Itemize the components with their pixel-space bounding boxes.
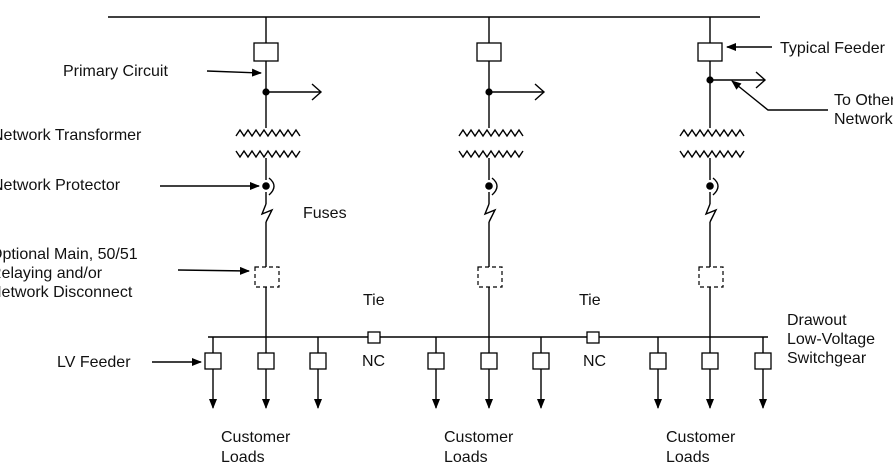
label-drawout-line-2: Low-Voltage <box>787 331 875 348</box>
lv-feeder <box>532 337 550 409</box>
lv-feeder <box>309 337 327 409</box>
label-customer-loads-1-line-2: Loads <box>221 449 265 466</box>
optional-main-device <box>698 266 724 288</box>
transformer-winding <box>235 149 301 159</box>
fuse-symbol <box>483 203 497 223</box>
tap-arrow-icon <box>311 83 323 101</box>
label-optional-main-line-3: Network Disconnect <box>0 284 133 301</box>
transformer-winding <box>458 149 524 159</box>
label-to-other-line-2: Networks <box>834 111 893 128</box>
label-customer-loads-2-line-1: Customer <box>444 429 514 446</box>
label-typical-feeder: Typical Feeder <box>780 40 886 57</box>
feeder-column-1 <box>235 17 323 337</box>
lv-feeder <box>649 337 667 409</box>
label-customer-loads-1-line-1: Customer <box>221 429 291 446</box>
lv-feeder <box>257 337 275 409</box>
transformer-winding <box>235 128 301 138</box>
protector-arc <box>712 177 719 196</box>
label-tie-right: Tie <box>579 292 601 309</box>
lv-feeder <box>701 337 719 409</box>
label-drawout-line-3: Switchgear <box>787 350 867 367</box>
label-nc-right: NC <box>583 353 606 370</box>
protector-arc <box>268 177 275 196</box>
label-tie-left: Tie <box>363 292 385 309</box>
label-optional-main-line-1: Optional Main, 50/51 <box>0 246 138 263</box>
feeder-column-2 <box>458 17 546 337</box>
fuse-symbol <box>704 203 718 223</box>
callout-arrow-primary-circuit <box>206 68 262 77</box>
label-primary-circuit: Primary Circuit <box>63 63 168 80</box>
tap-arrow-icon <box>755 71 767 89</box>
transformer-winding <box>458 128 524 138</box>
lv-feeder <box>754 337 772 409</box>
lv-feeder <box>427 337 445 409</box>
label-drawout-line-1: Drawout <box>787 312 847 329</box>
optional-main-device <box>477 266 503 288</box>
label-nc-left: NC <box>362 353 385 370</box>
label-lv-feeder: LV Feeder <box>57 354 131 371</box>
primary-breaker <box>697 42 723 62</box>
protector-contact <box>485 182 493 190</box>
protector-contact <box>262 182 270 190</box>
primary-breaker <box>476 42 502 62</box>
label-fuses: Fuses <box>303 205 347 222</box>
lv-feeder <box>204 337 222 409</box>
lv-feeders <box>204 337 772 409</box>
feeder-column-3 <box>679 17 767 337</box>
callout-arrow-to-other-networks <box>731 80 828 111</box>
label-network-transformer: Network Transformer <box>0 127 142 144</box>
primary-breaker <box>253 42 279 62</box>
tap-arrow-icon <box>534 83 546 101</box>
transformer-winding <box>679 149 745 159</box>
label-customer-loads-3-line-1: Customer <box>666 429 736 446</box>
lv-feeder <box>480 337 498 409</box>
optional-main-device <box>254 266 280 288</box>
transformer-winding <box>679 128 745 138</box>
label-customer-loads-2-line-2: Loads <box>444 449 488 466</box>
label-network-protector: Network Protector <box>0 177 121 194</box>
tie-breaker-right <box>586 331 600 344</box>
protector-contact <box>706 182 714 190</box>
tie-breaker-left <box>367 331 381 344</box>
label-optional-main-line-2: Relaying and/or <box>0 265 103 282</box>
callout-arrow-optional-main <box>177 266 250 275</box>
fuse-symbol <box>260 203 274 223</box>
label-customer-loads-3-line-2: Loads <box>666 449 710 466</box>
protector-arc <box>491 177 498 196</box>
label-to-other-line-1: To Other <box>834 92 893 109</box>
